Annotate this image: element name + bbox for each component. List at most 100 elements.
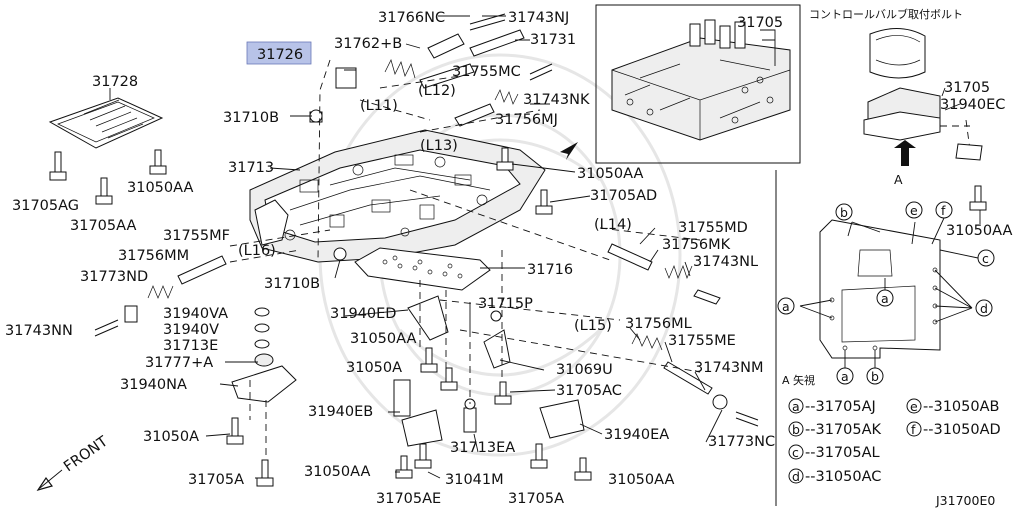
valve-parts xyxy=(94,13,759,447)
label-31713[interactable]: 31713 xyxy=(228,160,274,176)
right-label-31940EC[interactable]: 31940EC xyxy=(940,97,1005,113)
svg-text:d: d xyxy=(980,301,988,316)
label-31743NM[interactable]: 31743NM xyxy=(694,360,763,376)
legend-item-b: b --31705AK xyxy=(788,421,882,438)
svg-text:b: b xyxy=(792,422,800,437)
bolt-31705AA xyxy=(95,177,113,205)
label-31756MK[interactable]: 31756MK xyxy=(662,237,731,253)
label-31050A-left[interactable]: 31050A xyxy=(143,429,199,445)
label-31705AC[interactable]: 31705AC xyxy=(556,383,622,399)
label-31755MC[interactable]: 31755MC xyxy=(452,64,521,80)
label-31755MD[interactable]: 31755MD xyxy=(678,220,748,236)
bolt-31705A-left xyxy=(256,459,274,487)
label-31940NA[interactable]: 31940NA xyxy=(120,377,187,393)
bolt-31050AA-right xyxy=(574,457,592,481)
label-31743NK[interactable]: 31743NK xyxy=(523,92,590,108)
label-31940EA[interactable]: 31940EA xyxy=(604,427,669,443)
callout-f: f xyxy=(935,201,953,219)
right-label-31705[interactable]: 31705 xyxy=(944,80,990,96)
svg-text:a: a xyxy=(841,369,849,384)
label-31773ND[interactable]: 31773ND xyxy=(80,269,148,285)
label-31940VA[interactable]: 31940VA xyxy=(163,306,228,322)
svg-text:c: c xyxy=(792,445,799,460)
label-31773NC[interactable]: 31773NC xyxy=(708,434,775,450)
bolt-31050AA-bottom xyxy=(395,455,413,479)
label-31710B-top[interactable]: 31710B xyxy=(223,110,279,126)
bolt-31705A-mid xyxy=(530,443,548,469)
bolt-31050AA-mid xyxy=(420,347,438,373)
label-31705A-left[interactable]: 31705A xyxy=(188,472,244,488)
callout-a-bottom: a xyxy=(836,367,854,385)
label-31069U[interactable]: 31069U xyxy=(556,362,613,378)
label-31777A[interactable]: 31777+A xyxy=(145,355,213,371)
label-31756MJ[interactable]: 31756MJ xyxy=(495,112,558,128)
svg-text:c: c xyxy=(982,251,989,266)
label-L16[interactable]: (L16) xyxy=(238,243,276,259)
label-31710B-mid[interactable]: 31710B xyxy=(264,276,320,292)
svg-text:a: a xyxy=(881,291,889,306)
label-L13[interactable]: (L13) xyxy=(420,138,458,154)
callout-c: c xyxy=(977,249,995,267)
label-L11[interactable]: (L11) xyxy=(360,98,398,114)
label-31728[interactable]: 31728 xyxy=(92,74,138,90)
svg-text:b: b xyxy=(840,205,848,220)
label-31731[interactable]: 31731 xyxy=(530,32,576,48)
label-L14[interactable]: (L14) xyxy=(594,217,632,233)
right-panel-title: コントロールバルブ取付ボルト xyxy=(809,7,963,21)
inset-valve-body: 31705 xyxy=(595,4,801,164)
label-31716[interactable]: 31716 xyxy=(527,262,573,278)
svg-text:--31050AC: --31050AC xyxy=(805,469,881,485)
bolt-31050A-left xyxy=(226,417,244,445)
view-caption: A 矢視 xyxy=(782,373,815,387)
right-label-31050AA[interactable]: 31050AA xyxy=(946,223,1012,239)
label-31743NL[interactable]: 31743NL xyxy=(693,254,758,270)
label-31756ML[interactable]: 31756ML xyxy=(625,316,692,332)
label-31705AE[interactable]: 31705AE xyxy=(376,491,441,507)
label-31762B[interactable]: 31762+B xyxy=(334,36,402,52)
view-arrow xyxy=(894,140,916,166)
label-31041M[interactable]: 31041M xyxy=(445,472,504,488)
label-31705AG[interactable]: 31705AG xyxy=(12,198,79,214)
label-31755ME[interactable]: 31755ME xyxy=(668,333,736,349)
label-31940V[interactable]: 31940V xyxy=(163,322,219,338)
label-31756MM[interactable]: 31756MM xyxy=(118,248,189,264)
front-arrow xyxy=(36,469,63,492)
label-31705AD[interactable]: 31705AD xyxy=(590,188,657,204)
label-31050AA-bottom-right[interactable]: 31050AA xyxy=(608,472,674,488)
label-31050A-mid[interactable]: 31050A xyxy=(346,360,402,376)
label-31766NC[interactable]: 31766NC xyxy=(378,10,445,26)
label-31050AA-mid[interactable]: 31050AA xyxy=(350,331,416,347)
label-31940EB[interactable]: 31940EB xyxy=(308,404,373,420)
view-a-plate xyxy=(799,217,979,368)
callout-b-top: b xyxy=(835,203,853,221)
label-L15[interactable]: (L15) xyxy=(574,318,612,334)
callout-b-bottom: b xyxy=(866,367,884,385)
part-labels: 31726 31766NC 31743NJ 31762+B 31731 3172… xyxy=(5,10,775,507)
label-31050AA-bottom-left[interactable]: 31050AA xyxy=(304,464,370,480)
svg-text:a: a xyxy=(792,399,800,414)
label-31726[interactable]: 31726 xyxy=(257,47,303,63)
legend-item-e: e --31050AB xyxy=(906,398,999,415)
label-31050AA-cover[interactable]: 31050AA xyxy=(127,180,193,196)
label-31705AA[interactable]: 31705AA xyxy=(70,218,136,234)
label-L12[interactable]: (L12) xyxy=(418,83,456,99)
bolt-31050AA-top xyxy=(496,147,514,171)
inset-label-31705: 31705 xyxy=(737,15,783,31)
label-31940ED[interactable]: 31940ED xyxy=(330,306,396,322)
label-31705A-mid[interactable]: 31705A xyxy=(508,491,564,507)
label-31713E[interactable]: 31713E xyxy=(163,338,218,354)
cover-plate xyxy=(48,97,164,149)
label-31713EA[interactable]: 31713EA xyxy=(450,440,515,456)
direction-arrow xyxy=(560,142,578,160)
label-31050AA-upper[interactable]: 31050AA xyxy=(577,166,643,182)
separator-plate xyxy=(354,247,491,291)
label-front: FRONT xyxy=(61,434,111,476)
callout-e: e xyxy=(905,201,923,219)
label-31715P[interactable]: 31715P xyxy=(478,296,533,312)
label-31755MF[interactable]: 31755MF xyxy=(163,228,230,244)
label-31743NJ[interactable]: 31743NJ xyxy=(508,10,569,26)
label-31743NN[interactable]: 31743NN xyxy=(5,323,73,339)
bolt-31705AE xyxy=(414,443,432,469)
valve-body xyxy=(249,129,546,263)
diagram-code: J31700E0 xyxy=(935,493,995,508)
